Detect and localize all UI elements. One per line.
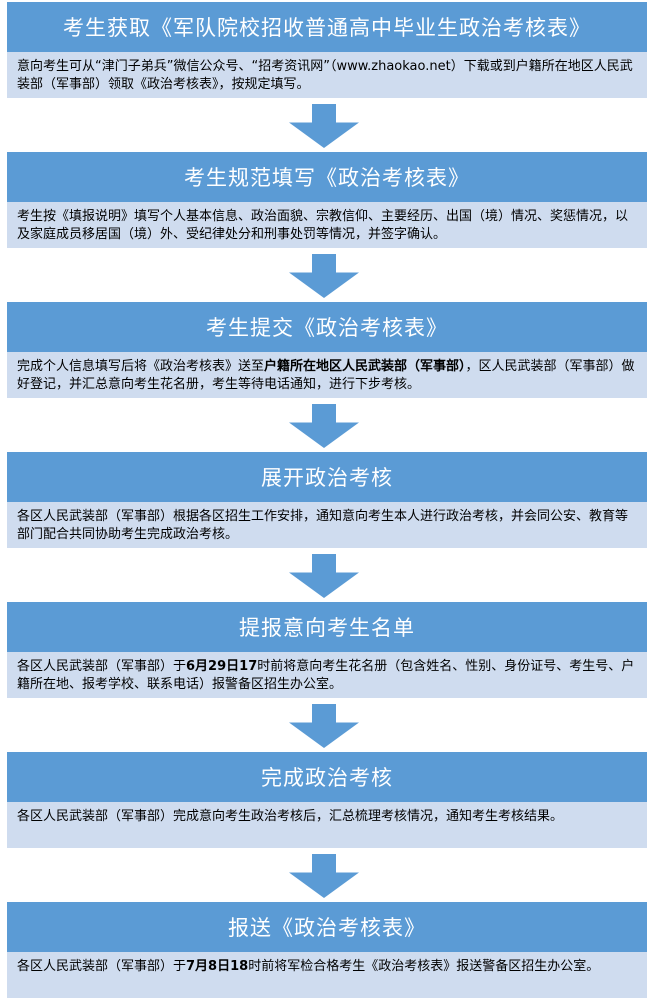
emphasis-text: 户籍所在地区人民武装部（军事部） bbox=[264, 359, 466, 374]
description-text: 意向考生可从“津门子弟兵”微信公众号、“招考资讯网”（www.zhaokao.n… bbox=[17, 59, 633, 92]
down-arrow-icon bbox=[289, 854, 359, 898]
down-arrow-icon bbox=[289, 404, 359, 448]
step-fill-form: 考生规范填写《政治考核表》考生按《填报说明》填写个人基本信息、政治面貌、宗教信仰… bbox=[7, 152, 647, 248]
description-text: ，区人民武装部（军事部）做好登记，并汇总意向考生花名册，考生等待电话通知，进行下… bbox=[17, 359, 635, 392]
emphasis-text: 7月8日18 bbox=[186, 959, 249, 974]
description-text: 各区人民武装部（军事部）于 bbox=[17, 959, 187, 974]
down-arrow-icon bbox=[289, 704, 359, 748]
step-complete-review: 完成政治考核各区人民武装部（军事部）完成意向考生政治考核后，汇总梳理考核情况，通… bbox=[7, 752, 647, 848]
down-arrow-icon bbox=[289, 254, 359, 298]
step-obtain-form: 考生获取《军队院校招收普通高中毕业生政治考核表》意向考生可从“津门子弟兵”微信公… bbox=[7, 2, 647, 98]
step-title: 报送《政治考核表》 bbox=[7, 902, 647, 952]
step-title: 考生提交《政治考核表》 bbox=[7, 302, 647, 352]
description-text: 各区人民武装部（军事部）根据各区招生工作安排，通知意向考生本人进行政治考核，并会… bbox=[17, 509, 629, 542]
step-title: 提报意向考生名单 bbox=[7, 602, 647, 652]
emphasis-text: 6月29日17 bbox=[186, 659, 258, 674]
step-description: 各区人民武装部（军事部）于6月29日17时前将意向考生花名册（包含姓名、性别、身… bbox=[7, 652, 647, 698]
description-text: 各区人民武装部（军事部）于 bbox=[17, 659, 187, 674]
step-description: 完成个人信息填写后将《政治考核表》送至户籍所在地区人民武装部（军事部），区人民武… bbox=[7, 352, 647, 398]
down-arrow-icon bbox=[289, 104, 359, 148]
step-description: 各区人民武装部（军事部）完成意向考生政治考核后，汇总梳理考核情况，通知考生考核结… bbox=[7, 802, 647, 848]
step-submit-list: 提报意向考生名单各区人民武装部（军事部）于6月29日17时前将意向考生花名册（包… bbox=[7, 602, 647, 698]
step-title: 考生获取《军队院校招收普通高中毕业生政治考核表》 bbox=[7, 2, 647, 52]
step-title: 完成政治考核 bbox=[7, 752, 647, 802]
step-submit-form: 考生提交《政治考核表》完成个人信息填写后将《政治考核表》送至户籍所在地区人民武装… bbox=[7, 302, 647, 398]
step-title: 考生规范填写《政治考核表》 bbox=[7, 152, 647, 202]
step-deliver-form: 报送《政治考核表》各区人民武装部（军事部）于7月8日18时前将军检合格考生《政治… bbox=[7, 902, 647, 998]
step-description: 各区人民武装部（军事部）于7月8日18时前将军检合格考生《政治考核表》报送警备区… bbox=[7, 952, 647, 998]
step-conduct-review: 展开政治考核各区人民武装部（军事部）根据各区招生工作安排，通知意向考生本人进行政… bbox=[7, 452, 647, 548]
description-text: 考生按《填报说明》填写个人基本信息、政治面貌、宗教信仰、主要经历、出国（境）情况… bbox=[17, 209, 629, 242]
step-description: 意向考生可从“津门子弟兵”微信公众号、“招考资讯网”（www.zhaokao.n… bbox=[7, 52, 647, 98]
description-text: 完成个人信息填写后将《政治考核表》送至 bbox=[17, 359, 265, 374]
down-arrow-icon bbox=[289, 554, 359, 598]
step-description: 各区人民武装部（军事部）根据各区招生工作安排，通知意向考生本人进行政治考核，并会… bbox=[7, 502, 647, 548]
description-text: 时前将军检合格考生《政治考核表》报送警备区招生办公室。 bbox=[248, 959, 600, 974]
step-description: 考生按《填报说明》填写个人基本信息、政治面貌、宗教信仰、主要经历、出国（境）情况… bbox=[7, 202, 647, 248]
description-text: 各区人民武装部（军事部）完成意向考生政治考核后，汇总梳理考核情况，通知考生考核结… bbox=[17, 809, 564, 824]
step-title: 展开政治考核 bbox=[7, 452, 647, 502]
description-text: 时前将意向考生花名册（包含姓名、性别、身份证号、考生号、户籍所在地、报考学校、联… bbox=[17, 659, 635, 692]
